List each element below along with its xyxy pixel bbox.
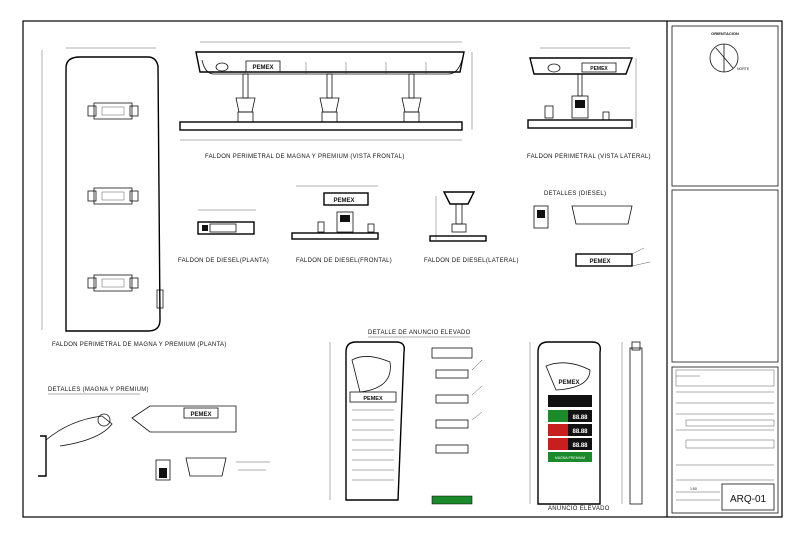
diesel-details: DETALLES (DIESEL) PEMEX: [533, 191, 651, 267]
magna-details: DETALLES (MAGNA Y PREMIUM) PEMEX: [38, 387, 270, 481]
diesel-logo-text: PEMEX: [333, 198, 354, 204]
canopy-logo-text: PEMEX: [252, 65, 273, 71]
sign-footer-text: MAGNA PREMIUM: [555, 456, 585, 460]
lateral-view: PEMEX FALDON PERIMETRAL (VISTA LATERAL): [527, 47, 651, 160]
sign-detail-logo-text: PEMEX: [363, 396, 383, 402]
sign-footer-band: [548, 452, 592, 462]
sheet-code: ARQ-01: [730, 494, 767, 505]
caption-magna-frontal: FALDON PERIMETRAL DE MAGNA Y PREMIUM (VI…: [205, 154, 405, 160]
price-1: 88.88: [572, 415, 588, 421]
title-block: ORIENTACION NORTE 1:50 ARQ-01: [671, 25, 779, 514]
dispenser-plan-3: [87, 274, 139, 292]
dispenser-plan-2: [87, 187, 139, 205]
canopy-column-2: [319, 73, 340, 123]
caption-magna-detalles: DETALLES (MAGNA Y PREMIUM): [48, 387, 149, 393]
caption-lateral: FALDON PERIMETRAL (VISTA LATERAL): [527, 154, 651, 160]
caption-diesel-detalles: DETALLES (DIESEL): [544, 191, 606, 197]
magna-plan-view: FALDON PERIMETRAL DE MAGNA Y PREMIUM (PL…: [41, 47, 227, 348]
caption-anuncio-elevado: ANUNCIO ELEVADO: [548, 506, 610, 512]
canopy-logo: [245, 60, 281, 73]
detail-logo-text: PEMEX: [190, 412, 211, 418]
sign-detail-green-band: [431, 495, 473, 505]
sign-logo-text: PEMEX: [558, 380, 579, 386]
price-panel-3: 88.88: [548, 438, 592, 450]
caption-diesel-planta: FALDON DE DIESEL(PLANTA): [178, 258, 269, 264]
canopy-column-1: [235, 73, 256, 123]
diesel-frontal-view: PEMEX FALDON DE DIESEL(FRONTAL): [291, 185, 392, 264]
sign-detail: DETALLE DE ANUNCIO ELEVADO PEMEX: [329, 330, 483, 505]
price-2: 88.88: [572, 429, 588, 435]
diesel-lateral-view: FALDON DE DIESEL(LATERAL): [424, 191, 519, 264]
price-panel-2: 88.88: [548, 424, 592, 436]
orientation-title: ORIENTACION: [711, 31, 739, 36]
diesel-detail-logo-text: PEMEX: [589, 259, 610, 265]
lateral-logo-text: PEMEX: [590, 66, 608, 72]
caption-magna-planta: FALDON PERIMETRAL DE MAGNA Y PREMIUM (PL…: [52, 342, 227, 348]
canopy-column-3: [401, 73, 422, 123]
scale-value: 1:50: [690, 487, 697, 491]
lateral-logo: [581, 62, 617, 73]
price-panel-1: 88.88: [548, 410, 592, 422]
price-3: 88.88: [572, 443, 588, 449]
magna-frontal-view: PEMEX FALDON PERIMETRAL DE MAGNA Y PREMI…: [179, 41, 473, 160]
north-label: NORTE: [737, 67, 750, 71]
detail-logo-box: [183, 407, 219, 419]
caption-diesel-lateral: FALDON DE DIESEL(LATERAL): [424, 258, 519, 264]
sheet-border: [22, 20, 783, 518]
dispenser-plan-1: [87, 102, 139, 120]
elevated-sign: PEMEX 88.88 88.88 88.88 MAGNA PREMIUM AN…: [529, 341, 643, 512]
caption-diesel-frontal: FALDON DE DIESEL(FRONTAL): [296, 258, 392, 264]
caption-anuncio-detalle: DETALLE DE ANUNCIO ELEVADO: [368, 330, 471, 336]
diesel-plan-view: FALDON DE DIESEL(PLANTA): [178, 209, 269, 264]
